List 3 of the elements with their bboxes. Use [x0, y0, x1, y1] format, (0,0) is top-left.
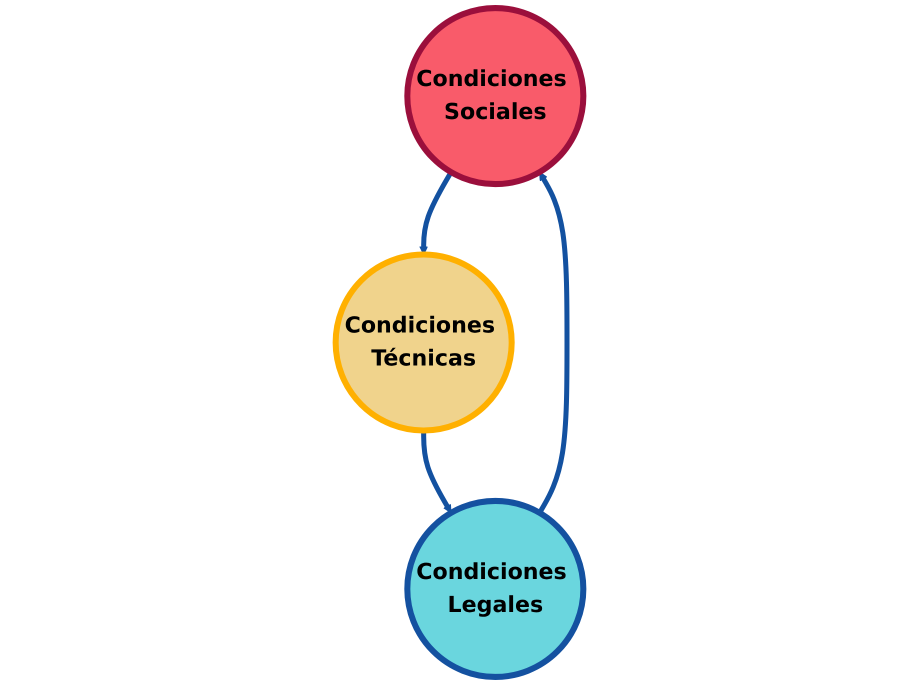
- node-circle: Condiciones Sociales: [404, 5, 586, 188]
- node-circle: Condiciones Técnicas: [332, 251, 515, 434]
- node-circle: Condiciones Legales: [404, 498, 586, 680]
